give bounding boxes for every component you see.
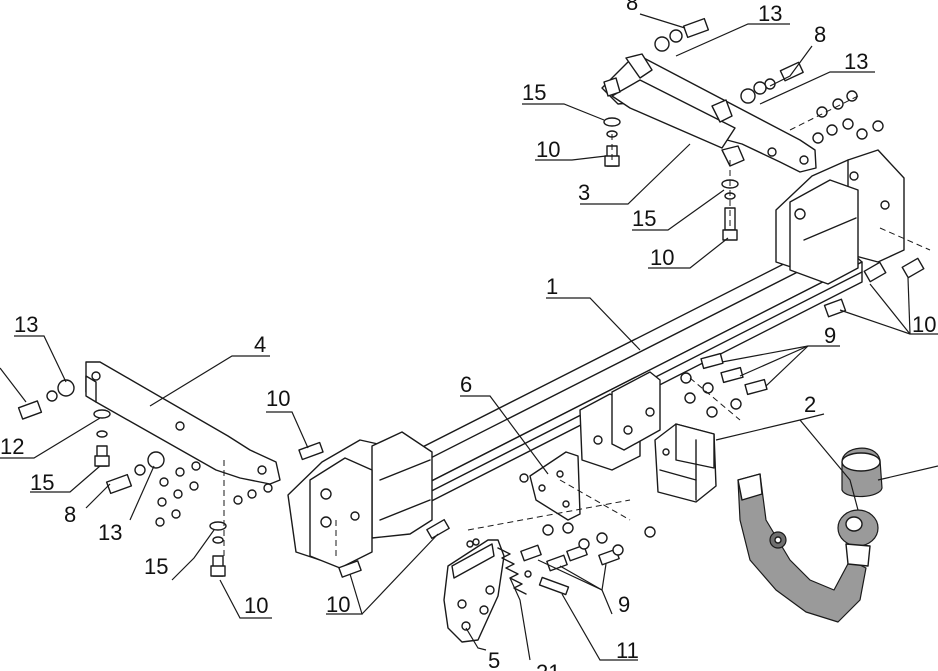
left-mount-bracket-4 bbox=[85, 361, 281, 485]
tow-ball-neck-2 bbox=[737, 473, 879, 623]
callout-5: 5 bbox=[488, 648, 500, 671]
beam-left-bracket bbox=[287, 431, 433, 569]
beam-center-brackets bbox=[579, 371, 661, 471]
callout-13-left-low: 13 bbox=[98, 520, 122, 545]
callout-9-upper: 9 bbox=[824, 323, 836, 348]
socket-holder-6 bbox=[529, 451, 581, 521]
callout-10-center: 10 bbox=[266, 386, 290, 411]
callout-6: 6 bbox=[460, 372, 472, 397]
callout-10-left-low: 10 bbox=[244, 593, 268, 618]
callout-15-top: 15 bbox=[522, 80, 546, 105]
callout-10-right: 10 bbox=[912, 312, 936, 337]
callout-21: 21 bbox=[536, 660, 560, 671]
fasteners bbox=[17, 17, 925, 596]
socket-plate-5 bbox=[443, 539, 505, 643]
assembly-guides bbox=[223, 95, 931, 560]
callout-13-left: 13 bbox=[14, 312, 38, 337]
callout-11: 11 bbox=[616, 638, 639, 663]
callout-9-lower: 9 bbox=[618, 592, 630, 617]
leader-lines bbox=[0, 13, 938, 661]
beam-right-bracket bbox=[775, 149, 905, 285]
callout-1: 1 bbox=[546, 274, 558, 299]
callout-10-top: 10 bbox=[536, 137, 560, 162]
callout-15-mid: 15 bbox=[632, 206, 656, 231]
spring-21 bbox=[497, 547, 527, 595]
upper-mount-bracket-3 bbox=[601, 53, 817, 173]
callout-8-top: 8 bbox=[626, 0, 638, 15]
callout-13-right: 13 bbox=[844, 49, 868, 74]
tow-ball-cap bbox=[841, 447, 883, 498]
callout-8-right: 8 bbox=[814, 22, 826, 47]
callout-3: 3 bbox=[578, 180, 590, 205]
callout-2: 2 bbox=[804, 392, 816, 417]
callout-10-mid: 10 bbox=[650, 245, 674, 270]
callout-15-left: 15 bbox=[30, 470, 54, 495]
callout-10-bottom: 10 bbox=[326, 592, 350, 617]
callout-13-top: 13 bbox=[758, 1, 782, 26]
callout-15-left-low: 15 bbox=[144, 554, 168, 579]
coupling-block bbox=[654, 423, 717, 503]
callout-8-left: 8 bbox=[64, 502, 76, 527]
callout-4: 4 bbox=[254, 332, 266, 357]
callout-12: 12 bbox=[0, 434, 24, 459]
